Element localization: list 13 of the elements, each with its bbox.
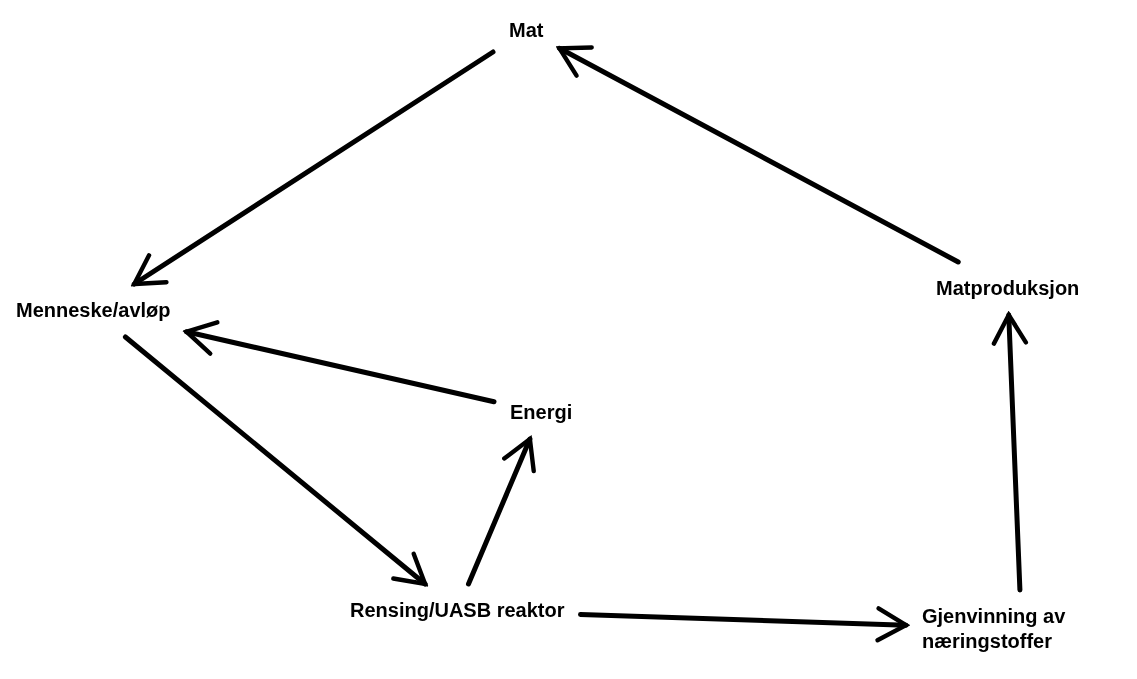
arrow bbox=[556, 45, 961, 265]
node-label: Menneske/avløp bbox=[16, 298, 171, 323]
node-label: Rensing/UASB reaktor bbox=[350, 598, 565, 623]
node-label: Energi bbox=[510, 400, 573, 425]
arrow bbox=[122, 334, 428, 587]
node-label: Mat bbox=[509, 18, 544, 43]
arrow bbox=[578, 606, 909, 643]
node-label: Matproduksjon bbox=[936, 276, 1080, 301]
arrow bbox=[184, 320, 497, 405]
arrow bbox=[466, 436, 536, 587]
arrow bbox=[131, 49, 496, 287]
arrow bbox=[991, 312, 1029, 593]
node-label: Gjenvinning av næringstoffer bbox=[922, 604, 1067, 654]
